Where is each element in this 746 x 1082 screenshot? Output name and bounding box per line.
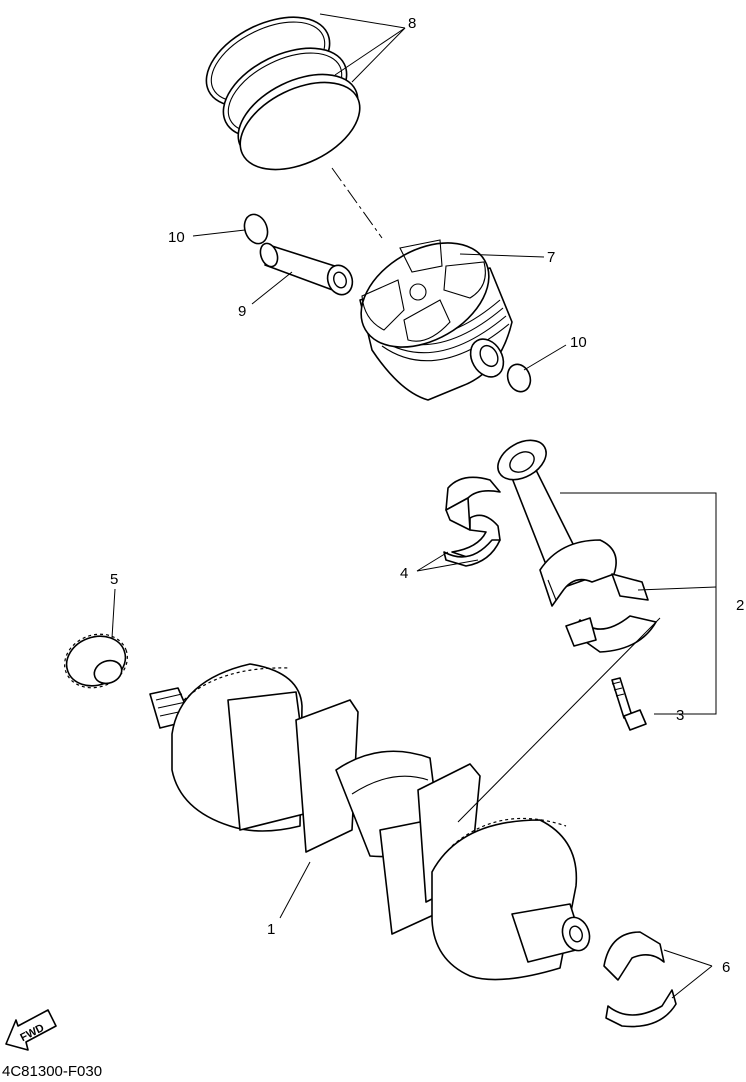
fwd-arrow: FWD: [5, 1009, 57, 1051]
connecting-rod: [497, 439, 657, 653]
callout-piston-rings: 8: [408, 15, 416, 32]
callout-piston-pin: 9: [238, 303, 246, 320]
crankshaft: [149, 663, 591, 981]
callout-piston: 7: [547, 249, 555, 266]
diagram-code: 4C81300-F030: [2, 1063, 103, 1080]
rod-bolt: [611, 677, 647, 731]
piston: [359, 239, 513, 401]
callout-pin-clip-left: 10: [168, 229, 185, 246]
callout-journal-bearing: 6: [722, 959, 730, 976]
callout-crank-gear: 5: [110, 571, 118, 588]
big-end-bearing: [443, 476, 501, 567]
leader-lines: [111, 13, 717, 999]
pin-clip-left: [243, 213, 269, 245]
callout-rod-bolt: 3: [676, 707, 684, 724]
callout-pin-clip-right: 10: [570, 334, 587, 351]
crank-gear: [64, 633, 128, 689]
assembly-centerline: [331, 167, 383, 239]
journal-bearing: [603, 931, 677, 1028]
callout-connecting-rod-assy: 2: [736, 597, 744, 614]
callout-big-end-bearing: 4: [400, 565, 408, 582]
callout-crankshaft: 1: [267, 921, 275, 938]
piston-rings: [205, 16, 361, 171]
pin-clip-right: [506, 363, 532, 393]
piston-pin: [259, 242, 354, 296]
